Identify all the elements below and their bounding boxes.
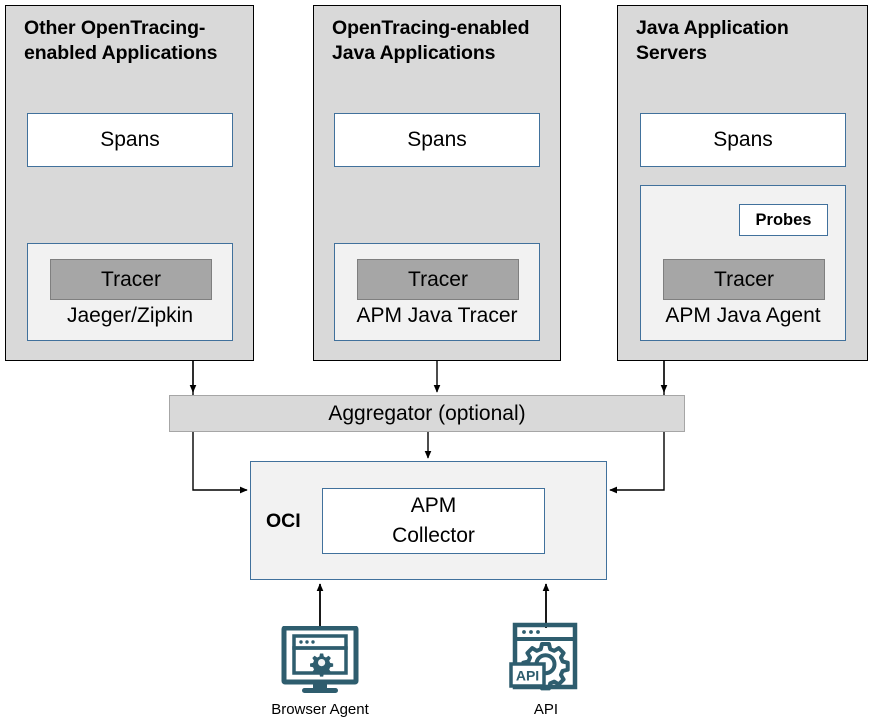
browser-agent-caption: Browser Agent	[271, 701, 369, 718]
tracer-caption-panel1: Jaeger/Zipkin	[66, 304, 194, 327]
api-caption: API	[533, 701, 559, 718]
oci-box: OCI APM Collector	[250, 461, 607, 580]
browser-agent-icon[interactable]	[281, 625, 359, 698]
tracer-box-panel1: Tracer	[50, 259, 212, 300]
panel-title: Other OpenTracing-enabled Applications	[24, 17, 218, 64]
probes-box: Probes	[739, 204, 828, 236]
oci-label: OCI	[266, 510, 301, 532]
tracer-container-panel2: Tracer APM Java Tracer	[334, 243, 540, 341]
tracer-box-panel3: Tracer	[663, 259, 825, 300]
apm-collector-box: APM Collector	[322, 488, 545, 554]
spans-box-panel1: Spans	[27, 113, 233, 167]
apm-collector-line2: Collector	[392, 524, 475, 547]
aggregator-bar: Aggregator (optional)	[169, 395, 685, 432]
api-icon[interactable]: API	[509, 622, 583, 694]
tracer-container-panel1: Tracer Jaeger/Zipkin	[27, 243, 233, 341]
svg-text:API: API	[516, 668, 539, 684]
tracer-caption-panel2: APM Java Tracer	[356, 304, 518, 327]
spans-box-panel2: Spans	[334, 113, 540, 167]
spans-box-panel3: Spans	[640, 113, 846, 167]
panel-title: OpenTracing-enabled Java Applications	[332, 17, 530, 64]
tracer-box-panel2: Tracer	[357, 259, 519, 300]
tracer-caption-panel3: APM Java Agent	[665, 304, 821, 327]
apm-collector-line1: APM	[410, 493, 457, 517]
panel-title: Java Application Servers	[636, 17, 789, 64]
